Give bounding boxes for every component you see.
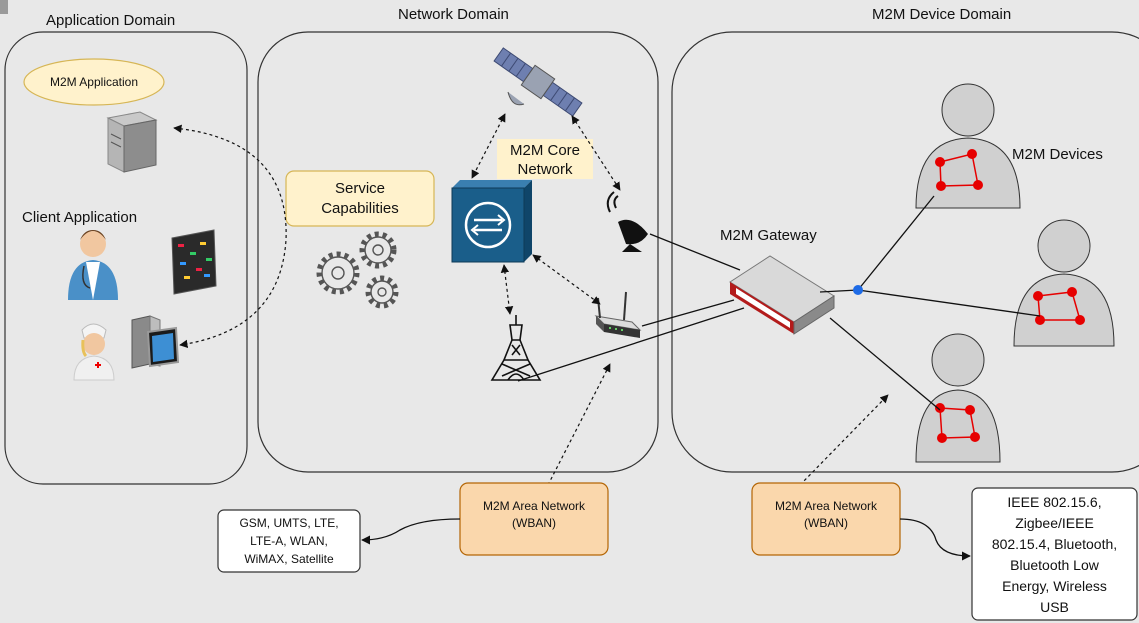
service-capabilities-label-2: Capabilities bbox=[321, 199, 399, 217]
area-left-to-tech-arrow bbox=[361, 518, 461, 545]
device-domain-container bbox=[671, 31, 1139, 473]
service-capabilities-label-1: Service bbox=[334, 179, 386, 197]
nurse-icon bbox=[73, 323, 115, 381]
m2m-application-shape bbox=[23, 58, 165, 106]
satellite-icon bbox=[493, 47, 583, 117]
core-network-label-1: M2M Core bbox=[509, 141, 580, 159]
network-domain-container bbox=[257, 31, 659, 473]
gears-icon bbox=[316, 231, 399, 309]
dashed-links bbox=[173, 113, 889, 486]
tech-left-line-2: LTE-A, WLAN, bbox=[250, 534, 328, 548]
area-network-right-label-1: M2M Area Network bbox=[774, 499, 878, 513]
network-domain-title: Network Domain bbox=[398, 6, 509, 23]
tech-right-line-4: Bluetooth Low bbox=[1010, 556, 1099, 573]
technologies-right-box bbox=[971, 487, 1138, 621]
person-device-1 bbox=[915, 83, 1021, 209]
area-network-left-label-1: M2M Area Network bbox=[482, 499, 586, 513]
corner-block bbox=[0, 0, 8, 14]
tech-right-line-6: USB bbox=[1040, 598, 1069, 615]
m2m-gateway-label: M2M Gateway bbox=[720, 227, 817, 244]
tech-right-line-3: 802.15.4, Bluetooth, bbox=[991, 535, 1118, 552]
tech-right-line-2: Zigbee/IEEE bbox=[1015, 514, 1094, 531]
area-right-to-tech-arrow bbox=[899, 518, 971, 561]
solid-links bbox=[517, 195, 1041, 411]
core-network-label-2: Network bbox=[517, 160, 573, 178]
service-capabilities-box bbox=[285, 170, 435, 227]
person-device-2 bbox=[1013, 219, 1115, 347]
workstation-icon bbox=[131, 315, 180, 369]
application-domain-container bbox=[4, 31, 248, 485]
m2m-gateway-icon bbox=[729, 255, 835, 335]
m2m-devices-label: M2M Devices bbox=[1012, 146, 1103, 163]
person-device-3 bbox=[915, 333, 1001, 463]
tech-left-line-3: WiMAX, Satellite bbox=[244, 552, 334, 566]
satellite-dish-icon bbox=[606, 191, 648, 252]
client-application-label: Client Application bbox=[22, 209, 138, 226]
monitor-grid-icon bbox=[171, 229, 217, 295]
core-router-icon bbox=[451, 180, 532, 263]
area-network-left-label-2: (WBAN) bbox=[512, 516, 556, 530]
tech-right-line-1: IEEE 802.15.6, bbox=[1007, 493, 1102, 510]
m2m-application-label: M2M Application bbox=[49, 75, 139, 89]
doctor-icon bbox=[68, 230, 118, 300]
technologies-left-box bbox=[217, 509, 361, 573]
radio-tower-icon bbox=[490, 315, 542, 381]
wifi-router-icon bbox=[594, 291, 642, 338]
area-network-right-label-2: (WBAN) bbox=[804, 516, 848, 530]
hub-node bbox=[853, 285, 863, 295]
device-domain-title: M2M Device Domain bbox=[872, 6, 1012, 23]
application-domain-title: Application Domain bbox=[46, 12, 176, 29]
tech-left-line-1: GSM, UMTS, LTE, bbox=[239, 516, 339, 530]
server-icon bbox=[106, 111, 158, 173]
tech-right-line-5: Energy, Wireless bbox=[1002, 577, 1107, 594]
